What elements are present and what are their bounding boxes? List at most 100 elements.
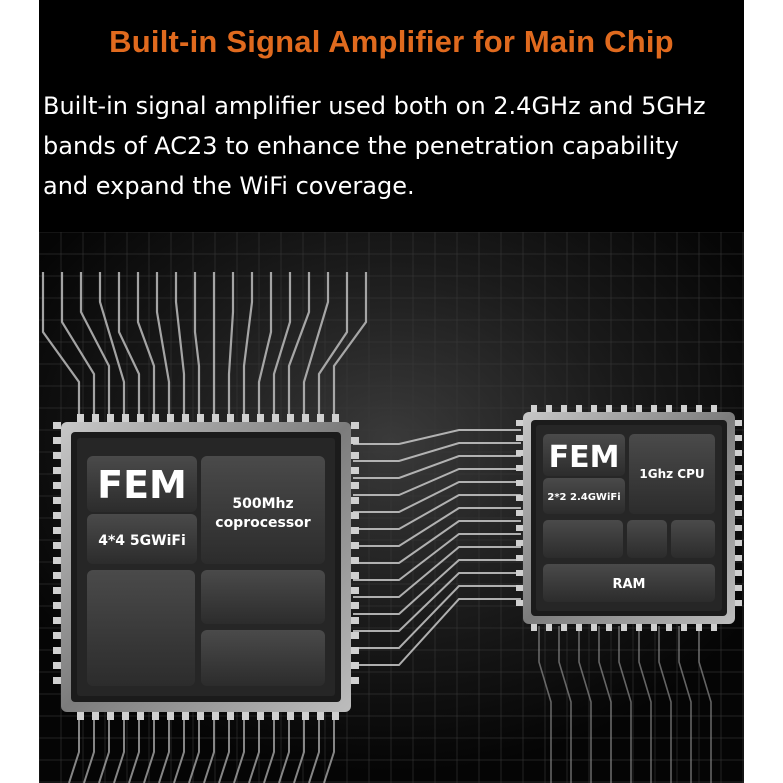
circuit-trace bbox=[233, 714, 245, 783]
circuit-trace bbox=[113, 714, 125, 783]
side-fem-block bbox=[543, 434, 625, 476]
chip-pin bbox=[302, 712, 309, 720]
side-block-b bbox=[627, 520, 667, 558]
circuit-trace bbox=[323, 714, 335, 783]
chip-pin bbox=[137, 712, 144, 720]
chip-pin bbox=[351, 437, 359, 444]
circuit-trace bbox=[353, 598, 521, 666]
chip-pin bbox=[636, 405, 642, 412]
chip-pin bbox=[516, 495, 523, 501]
chip-pin bbox=[212, 414, 219, 422]
circuit-trace bbox=[353, 481, 521, 513]
chip-pin bbox=[621, 405, 627, 412]
side-block-c bbox=[671, 520, 715, 558]
chip-pin bbox=[696, 624, 702, 631]
chip-pin bbox=[516, 465, 523, 471]
circuit-trace bbox=[353, 468, 521, 496]
side-cpu-block bbox=[629, 434, 715, 514]
chip-pin bbox=[92, 712, 99, 720]
chip-pin bbox=[351, 482, 359, 489]
chip-pin bbox=[53, 557, 61, 564]
chip-pin bbox=[546, 624, 552, 631]
chip-pin bbox=[332, 414, 339, 422]
circuit-trace bbox=[203, 714, 215, 783]
chip-pin bbox=[167, 414, 174, 422]
chip-pin bbox=[516, 450, 523, 456]
circuit-trace bbox=[98, 714, 110, 783]
chip-pin bbox=[351, 467, 359, 474]
chip-pin bbox=[516, 600, 523, 606]
chip-pin bbox=[606, 405, 612, 412]
chip-pin bbox=[137, 414, 144, 422]
circuit-trace bbox=[317, 272, 349, 420]
side-chip: FEM 2*2 2.4GWiFi 1Ghz CPU RAM bbox=[523, 412, 735, 624]
chip-pin bbox=[351, 452, 359, 459]
circuit-trace bbox=[678, 626, 692, 783]
chip-pin bbox=[546, 405, 552, 412]
chip-illustration: FEM 4*4 5GWiFi 500Mhz coprocessor FEM 2*… bbox=[39, 232, 744, 783]
chip-pin bbox=[351, 572, 359, 579]
circuit-trace bbox=[227, 272, 235, 420]
chip-pin bbox=[257, 712, 264, 720]
chip-pin bbox=[696, 405, 702, 412]
circuit-trace bbox=[308, 714, 320, 783]
circuit-trace bbox=[293, 714, 305, 783]
chip-pin bbox=[272, 712, 279, 720]
circuit-trace bbox=[353, 572, 521, 632]
chip-pin bbox=[77, 414, 84, 422]
chip-pin bbox=[666, 624, 672, 631]
chip-pin bbox=[351, 647, 359, 654]
chip-pin bbox=[516, 510, 523, 516]
chip-pin bbox=[53, 647, 61, 654]
chip-pin bbox=[576, 405, 582, 412]
coprocessor-name-label: coprocessor bbox=[215, 515, 311, 531]
product-banner: Built-in Signal Amplifier for Main Chip … bbox=[39, 0, 744, 783]
circuit-trace bbox=[558, 626, 572, 783]
chip-pin bbox=[152, 414, 159, 422]
chip-pin bbox=[53, 422, 61, 429]
circuit-trace bbox=[263, 714, 275, 783]
main-chip: FEM 4*4 5GWiFi 500Mhz coprocessor bbox=[61, 422, 351, 712]
chip-pin bbox=[735, 495, 742, 501]
chip-pin bbox=[197, 414, 204, 422]
chip-pin bbox=[53, 482, 61, 489]
chip-pin bbox=[531, 405, 537, 412]
circuit-trace bbox=[287, 272, 311, 420]
chip-pin bbox=[351, 422, 359, 429]
chip-pin bbox=[53, 587, 61, 594]
chip-pin bbox=[212, 712, 219, 720]
chip-pin bbox=[287, 414, 294, 422]
circuit-trace bbox=[353, 559, 521, 615]
circuit-trace bbox=[353, 429, 521, 445]
chip-pin bbox=[53, 632, 61, 639]
chip-pin bbox=[516, 435, 523, 441]
circuit-trace bbox=[174, 272, 186, 420]
main-block-lower bbox=[201, 630, 325, 686]
chip-pin bbox=[227, 414, 234, 422]
coprocessor-speed-label: 500Mhz bbox=[232, 496, 293, 512]
chip-pin bbox=[651, 624, 657, 631]
chip-pin bbox=[735, 465, 742, 471]
chip-pin bbox=[531, 624, 537, 631]
circuit-trace bbox=[68, 714, 80, 783]
circuit-trace bbox=[98, 272, 126, 420]
chip-pin bbox=[122, 414, 129, 422]
chip-pins bbox=[53, 405, 742, 720]
chip-pin bbox=[711, 405, 717, 412]
circuit-trace bbox=[353, 442, 521, 462]
circuit-trace bbox=[658, 626, 672, 783]
side-block-a bbox=[543, 520, 623, 558]
chip-pin bbox=[242, 414, 249, 422]
chip-pin bbox=[351, 542, 359, 549]
circuit-trace bbox=[117, 272, 141, 420]
chip-pin bbox=[53, 662, 61, 669]
chip-pin bbox=[317, 712, 324, 720]
chip-pin bbox=[621, 624, 627, 631]
circuit-trace bbox=[353, 520, 521, 564]
chip-pin bbox=[351, 497, 359, 504]
chip-pin bbox=[516, 420, 523, 426]
chip-pin bbox=[351, 587, 359, 594]
circuit-trace bbox=[143, 714, 155, 783]
circuit-trace bbox=[618, 626, 632, 783]
chip-pin bbox=[735, 600, 742, 606]
